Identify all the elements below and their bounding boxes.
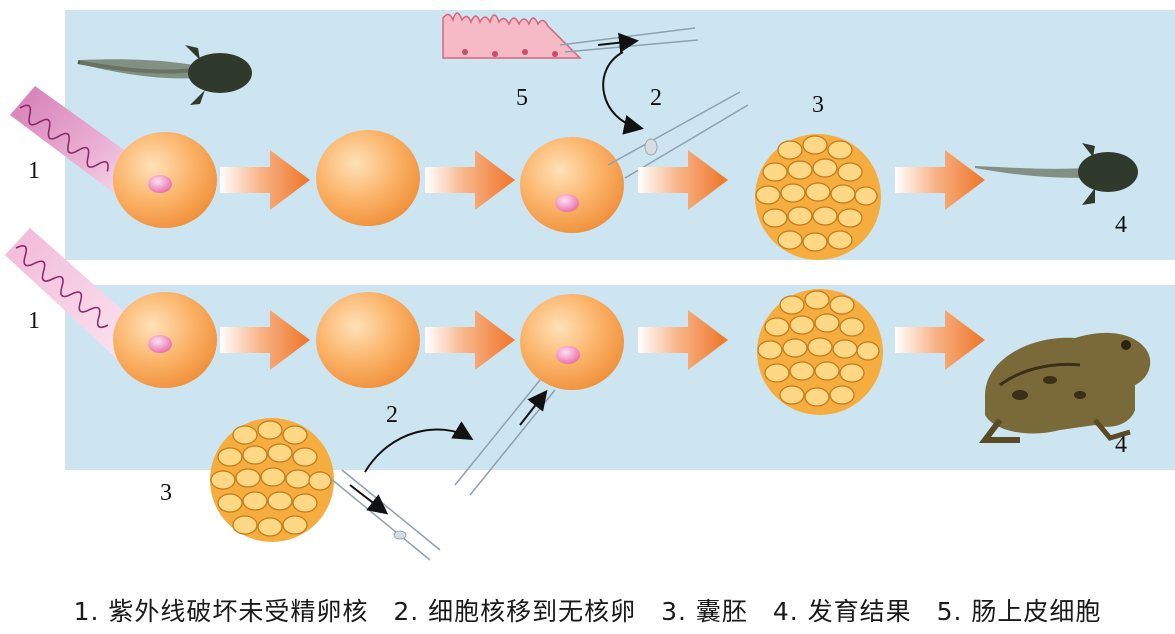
label-result-bottom: 4 bbox=[1115, 432, 1127, 458]
recipient-egg-top bbox=[520, 137, 624, 233]
legend-item-1: 1. 紫外线破坏未受精卵核 bbox=[73, 597, 369, 626]
legend-item-5: 5. 肠上皮细胞 bbox=[936, 597, 1102, 626]
process-arrow-top-2 bbox=[425, 150, 515, 210]
micropipette-top bbox=[607, 91, 749, 179]
label-transfer-top: 2 bbox=[650, 85, 662, 111]
transfer-curve-top bbox=[602, 51, 644, 135]
micropipette-bottom bbox=[454, 379, 556, 496]
recipient-egg-bottom bbox=[520, 294, 624, 390]
enucleated-egg-top bbox=[316, 130, 420, 226]
arrow-into-pipette-top bbox=[597, 32, 639, 53]
uv-beam-top bbox=[10, 86, 145, 196]
process-arrow-bottom-2 bbox=[425, 310, 515, 370]
tadpole-result bbox=[975, 143, 1138, 205]
egg-with-nucleus-bottom bbox=[113, 292, 217, 388]
process-arrow-top-3 bbox=[638, 150, 728, 210]
arrow-down-pipette bbox=[349, 484, 389, 515]
label-blastula-top: 3 bbox=[812, 92, 824, 118]
intestinal-epithelium-cells bbox=[442, 12, 582, 59]
blastula-top bbox=[755, 134, 881, 260]
label-blastula-bottom: 3 bbox=[160, 480, 172, 506]
enucleated-egg-bottom bbox=[316, 292, 420, 388]
label-intestine: 5 bbox=[516, 85, 528, 111]
transfer-curve-bottom bbox=[364, 421, 474, 473]
process-arrow-bottom-4 bbox=[895, 310, 985, 370]
donor-blastula bbox=[210, 418, 334, 542]
label-uv-top: 1 bbox=[28, 158, 40, 184]
blastula-bottom bbox=[757, 289, 883, 415]
uv-beam-bottom bbox=[5, 228, 145, 360]
egg-with-nucleus-top bbox=[113, 132, 217, 228]
legend-item-4: 4. 发育结果 bbox=[772, 597, 912, 626]
legend-item-3: 3. 囊胚 bbox=[661, 597, 748, 626]
legend-caption: 1. 紫外线破坏未受精卵核 2. 细胞核移到无核卵 3. 囊胚 4. 发育结果 … bbox=[0, 592, 1175, 628]
arrow-up-pipette bbox=[519, 389, 548, 426]
pipette-intestine bbox=[559, 27, 699, 53]
tadpole-top-left bbox=[77, 45, 252, 105]
process-arrow-bottom-1 bbox=[220, 310, 310, 370]
process-arrow-top-4 bbox=[895, 150, 985, 210]
legend-item-2: 2. 细胞核移到无核卵 bbox=[393, 597, 637, 626]
pipette-donor bbox=[329, 469, 441, 561]
adult-frog bbox=[979, 332, 1151, 443]
label-result-top: 4 bbox=[1115, 212, 1127, 238]
process-arrow-bottom-3 bbox=[638, 310, 728, 370]
label-uv-bottom: 1 bbox=[28, 308, 40, 334]
process-arrow-top-1 bbox=[220, 150, 310, 210]
label-transfer-bottom: 2 bbox=[386, 402, 398, 428]
